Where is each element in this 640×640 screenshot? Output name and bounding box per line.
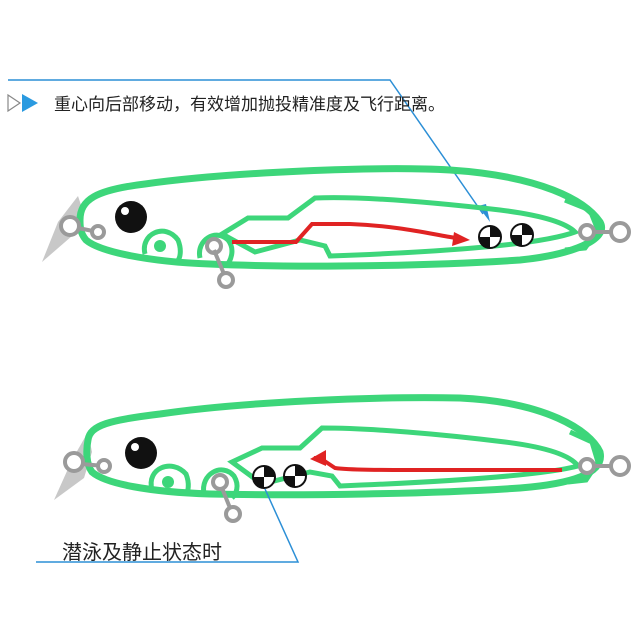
line-tie-ring-icon [63, 451, 112, 474]
center-of-gravity-icon [252, 465, 276, 489]
eye-icon [115, 201, 147, 233]
casting-caption: 重心向后部移动，有效增加抛投精准度及飞行距离。 [54, 95, 445, 115]
gill-loop [141, 228, 183, 262]
eye-icon [125, 437, 157, 469]
center-of-gravity-icon [510, 223, 534, 247]
lure-bottom [54, 394, 631, 523]
bottom-callout-line [36, 488, 300, 563]
lure-inner-chamber [227, 425, 583, 489]
movement-arrow [313, 456, 562, 472]
bottom-callout [36, 488, 300, 563]
arrowhead-icon [452, 232, 470, 246]
lure-inner-chamber [217, 195, 580, 259]
arrowhead-icon [310, 450, 326, 466]
center-of-gravity-icon [283, 464, 307, 488]
gill-loop [148, 463, 191, 496]
movement-arrow [232, 222, 457, 244]
tail-hook-eye-icon [578, 221, 631, 243]
rest-caption: 潜泳及静止状态时 [62, 540, 222, 564]
play-arrows-icon [7, 93, 38, 113]
tail-fin-outline [567, 429, 601, 485]
center-of-gravity-icon [478, 225, 502, 249]
belly-hook-eye-icon [197, 232, 235, 289]
line-tie-ring-icon [59, 215, 106, 240]
lure-top [42, 165, 631, 289]
belly-hook-eye-icon [201, 467, 242, 523]
tail-hook-eye-icon [578, 455, 631, 477]
